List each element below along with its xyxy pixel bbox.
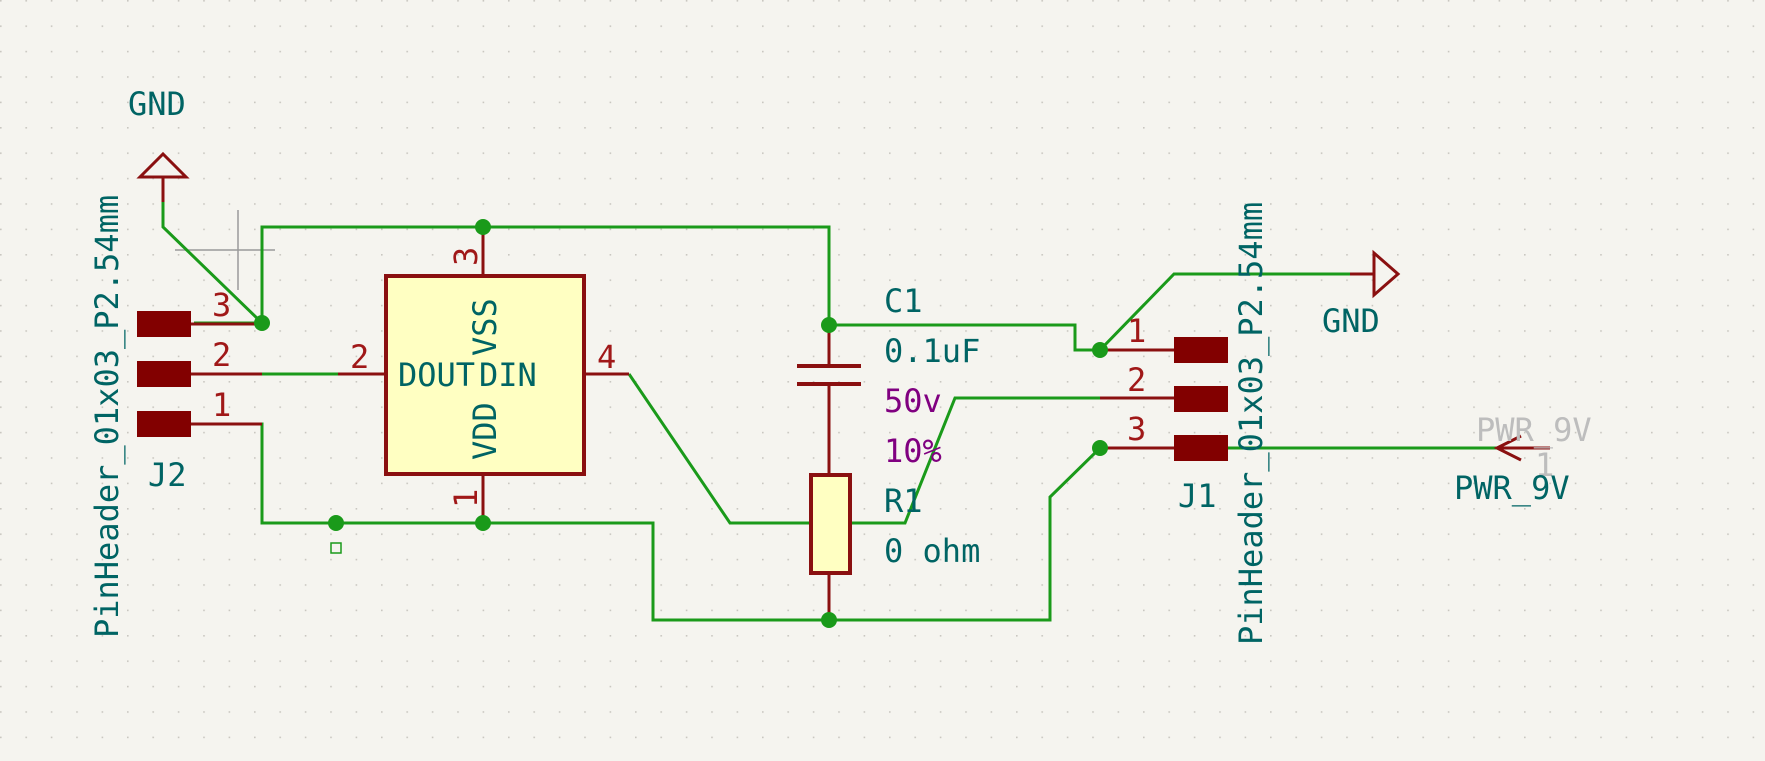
c1-voltage: 50v (884, 382, 942, 420)
junction-dot[interactable] (821, 317, 837, 333)
j2-pad-2 (137, 361, 191, 387)
j1-pin-number-1: 1 (1127, 312, 1146, 350)
power-flag-pwr9v[interactable]: PWR_9V 1 PWR_9V (1454, 411, 1592, 507)
wire-vdd-net[interactable] (194, 422, 1550, 622)
junction-dot[interactable] (821, 612, 837, 628)
j1-footprint: PinHeader_01x03_P2.54mm (1232, 202, 1270, 645)
junction-dot[interactable] (475, 515, 491, 531)
wire-c1-to-j1-pin1[interactable] (829, 272, 1350, 352)
junction-dot[interactable] (1092, 440, 1108, 456)
wire-vss-net[interactable] (260, 225, 831, 325)
j2-pin-number-1: 1 (212, 386, 231, 424)
r1-value: 0 ohm (884, 532, 980, 570)
u1-pin-label-vss: VSS (466, 298, 504, 356)
u1-pin-number-1: 1 (447, 489, 485, 508)
r1-body (809, 473, 852, 575)
wire-dout-to-j1-pin2[interactable] (627, 373, 1100, 525)
resistor-r1[interactable]: R1 0 ohm (809, 473, 980, 620)
crosshair-cursor-icon (175, 210, 275, 290)
j2-footprint: PinHeader_01x03_P2.54mm (88, 195, 126, 638)
junction-dot[interactable] (254, 315, 270, 331)
u1-pin-number-3: 3 (447, 247, 485, 266)
j2-pad-3 (137, 311, 191, 337)
u1-pin-number-2: 2 (350, 338, 369, 376)
pwr-ghost-pin-number: 1 (1535, 446, 1554, 484)
u1-pin-label-dout: DOUT (398, 356, 475, 394)
j2-pad-1 (137, 411, 191, 437)
j2-reference: J2 (148, 456, 187, 494)
c1-reference: C1 (884, 282, 923, 320)
j1-pin-number-2: 2 (1127, 361, 1146, 399)
gnd-symbol-left[interactable]: GND (128, 85, 190, 202)
j1-pad-1 (1174, 337, 1228, 363)
wires (161, 202, 1550, 622)
j1-pad-2 (1174, 386, 1228, 412)
ic-u1[interactable]: 3 2 4 1 DOUT DIN VDD VSS (338, 227, 629, 523)
u1-pin-label-din: DIN (479, 356, 537, 394)
connector-j2[interactable]: 3 2 1 J2 PinHeader_01x03_P2.54mm (88, 195, 262, 638)
u1-pin-number-4: 4 (597, 338, 616, 376)
j2-pin-number-3: 3 (212, 286, 231, 324)
gnd-symbol-icon (1372, 249, 1401, 299)
j1-pad-3 (1174, 435, 1228, 461)
gnd-right-label: GND (1322, 302, 1380, 340)
c1-value: 0.1uF (884, 332, 980, 370)
pwr-ghost-label: PWR_9V (1476, 411, 1592, 449)
j1-pin-number-3: 3 (1127, 410, 1146, 448)
c1-tolerance: 10% (884, 432, 942, 470)
pwr-label: PWR_9V (1454, 469, 1570, 507)
j1-reference: J1 (1178, 477, 1217, 515)
capacitor-c1[interactable]: C1 0.1uF 50v 10% (797, 282, 980, 475)
connector-j1[interactable]: 1 2 3 J1 PinHeader_01x03_P2.54mm (1100, 202, 1270, 645)
r1-reference: R1 (884, 482, 923, 520)
gnd-left-label: GND (128, 85, 186, 123)
junction-dot[interactable] (475, 219, 491, 235)
gnd-symbol-right[interactable]: GND (1322, 249, 1401, 340)
unconnected-marker[interactable] (330, 542, 342, 554)
junction-dot[interactable] (328, 515, 344, 531)
u1-pin-label-vdd: VDD (466, 402, 504, 460)
junction-dot[interactable] (1092, 342, 1108, 358)
junctions (254, 219, 1108, 628)
j2-pin-number-2: 2 (212, 336, 231, 374)
